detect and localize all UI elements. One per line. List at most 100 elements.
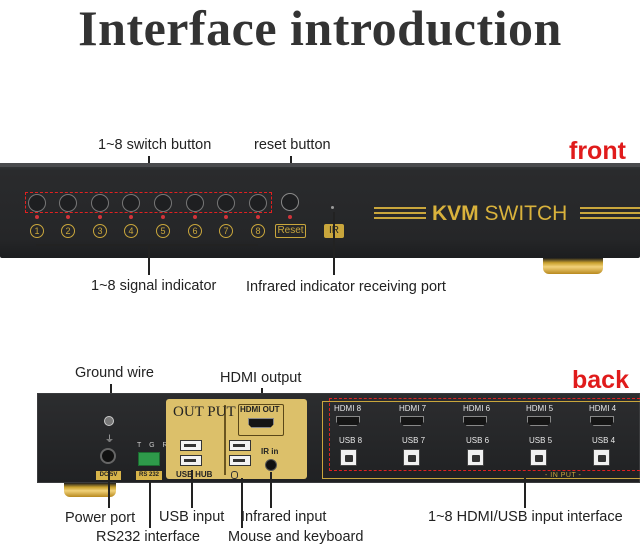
mouse-icon (231, 471, 238, 479)
brand-kvm: KVM (432, 202, 479, 225)
mouse-keyboard-pointer (241, 478, 243, 528)
usb-input-label-8: USB 8 (339, 436, 363, 445)
signal-led-6 (193, 215, 197, 219)
port-number-5: 5 (156, 224, 170, 238)
usb-input-port-6[interactable] (467, 449, 484, 466)
port-number-4: 4 (124, 224, 138, 238)
ir-port-pointer (333, 212, 335, 275)
signal-led-4 (129, 215, 133, 219)
brand-stripe (580, 217, 640, 219)
port-number-6: 6 (188, 224, 202, 238)
front-section-label: front (569, 137, 626, 165)
power-port[interactable] (100, 448, 116, 464)
hdmi-input-label-4: HDMI 4 (589, 404, 617, 413)
output-panel-title: OUT PUT (173, 404, 236, 420)
brand-stripe (374, 217, 426, 219)
port-number-8: 8 (251, 224, 265, 238)
port-number-1: 1 (30, 224, 44, 238)
brand-stripe (580, 207, 640, 209)
reset-button[interactable] (281, 193, 299, 211)
ground-wire-callout: Ground wire (75, 365, 154, 381)
switch-button-callout: 1~8 switch button (98, 137, 212, 153)
kvm-switch-logo: KVM SWITCH (432, 202, 567, 226)
reset-led (288, 215, 292, 219)
usb-input-port-7[interactable] (403, 449, 420, 466)
usb-input-callout: USB input (159, 509, 225, 525)
signal-indicator-callout: 1~8 signal indicator (91, 278, 217, 294)
hdmi-out-tag: HDMI OUT (240, 405, 280, 414)
switch-button-5[interactable] (154, 194, 172, 212)
reset-button-callout: reset button (254, 137, 331, 153)
infrared-input-pointer (270, 472, 272, 508)
usb-hub-port-2[interactable] (180, 455, 202, 466)
usb-input-label-4: USB 4 (592, 436, 616, 445)
hdmi-usb-input-pointer (524, 471, 526, 508)
usb-input-label-5: USB 5 (529, 436, 553, 445)
signal-indicator-pointer (148, 244, 150, 275)
hdmi-input-port-4[interactable] (590, 416, 614, 426)
power-port-pointer (108, 468, 110, 508)
usb-input-label-7: USB 7 (402, 436, 426, 445)
hdmi-input-port-7[interactable] (400, 416, 424, 426)
switch-button-3[interactable] (91, 194, 109, 212)
usb-input-port-8[interactable] (340, 449, 357, 466)
usb-hub-tag: USB HUB (176, 470, 213, 479)
signal-indicator-bracket (36, 244, 258, 246)
reset-tag: Reset (275, 224, 306, 238)
usb-hub-port-1[interactable] (180, 440, 202, 451)
kvm-back-panel (37, 393, 640, 483)
port-number-2: 2 (61, 224, 75, 238)
input-panel (322, 401, 640, 479)
hdmi-output-port[interactable] (248, 418, 274, 428)
signal-led-3 (98, 215, 102, 219)
port-number-3: 3 (93, 224, 107, 238)
mouse-keyboard-port-1[interactable] (229, 440, 251, 451)
hdmi-usb-input-callout: 1~8 HDMI/USB input interface (428, 509, 623, 525)
power-port-callout: Power port (65, 510, 136, 526)
back-section-label: back (572, 366, 629, 394)
ground-symbol-icon: ⏚ (105, 434, 115, 444)
brand-stripe (374, 207, 426, 209)
hdmi-out-frame (238, 404, 284, 436)
rs232-tag: RS 232 (136, 471, 162, 480)
hdmi-input-port-6[interactable] (463, 416, 487, 426)
input-panel-tag: - IN PUT - (545, 472, 582, 479)
kvm-front-panel (0, 163, 640, 258)
front-panel-edge (0, 163, 640, 167)
signal-led-5 (161, 215, 165, 219)
rs232-terminal[interactable] (138, 452, 160, 466)
hdmi-input-label-7: HDMI 7 (399, 404, 427, 413)
mouse-keyboard-callout: Mouse and keyboard (228, 529, 364, 545)
switch-button-4[interactable] (122, 194, 140, 212)
signal-led-2 (66, 215, 70, 219)
front-device-foot (543, 258, 603, 274)
switch-button-1[interactable] (28, 194, 46, 212)
infrared-input-callout: Infrared input (241, 509, 327, 525)
usb-input-port-5[interactable] (530, 449, 547, 466)
brand-stripe (580, 212, 640, 214)
output-panel-divider (224, 405, 226, 475)
ir-receiver-icon (331, 206, 334, 209)
usb-input-port-4[interactable] (593, 449, 610, 466)
infrared-input-port[interactable] (265, 459, 277, 471)
usb-input-pointer (191, 470, 193, 508)
brand-stripe (374, 212, 426, 214)
page-title: Interface introduction (78, 0, 562, 56)
input-ports-highlight (329, 398, 640, 471)
back-device-foot (64, 483, 116, 497)
rs232-pin-labels: T G R (137, 442, 171, 449)
switch-button-7[interactable] (217, 194, 235, 212)
hdmi-input-port-8[interactable] (336, 416, 360, 426)
switch-button-2[interactable] (59, 194, 77, 212)
signal-led-1 (35, 215, 39, 219)
hdmi-input-port-5[interactable] (527, 416, 551, 426)
usb-input-label-6: USB 6 (466, 436, 490, 445)
ir-in-tag: IR in (261, 447, 279, 456)
ir-port-callout: Infrared indicator receiving port (246, 279, 446, 295)
mouse-keyboard-port-2[interactable] (229, 455, 251, 466)
switch-button-8[interactable] (249, 194, 267, 212)
brand-switch: SWITCH (484, 202, 568, 225)
signal-led-8 (256, 215, 260, 219)
rs232-callout: RS232 interface (96, 529, 200, 545)
switch-button-6[interactable] (186, 194, 204, 212)
